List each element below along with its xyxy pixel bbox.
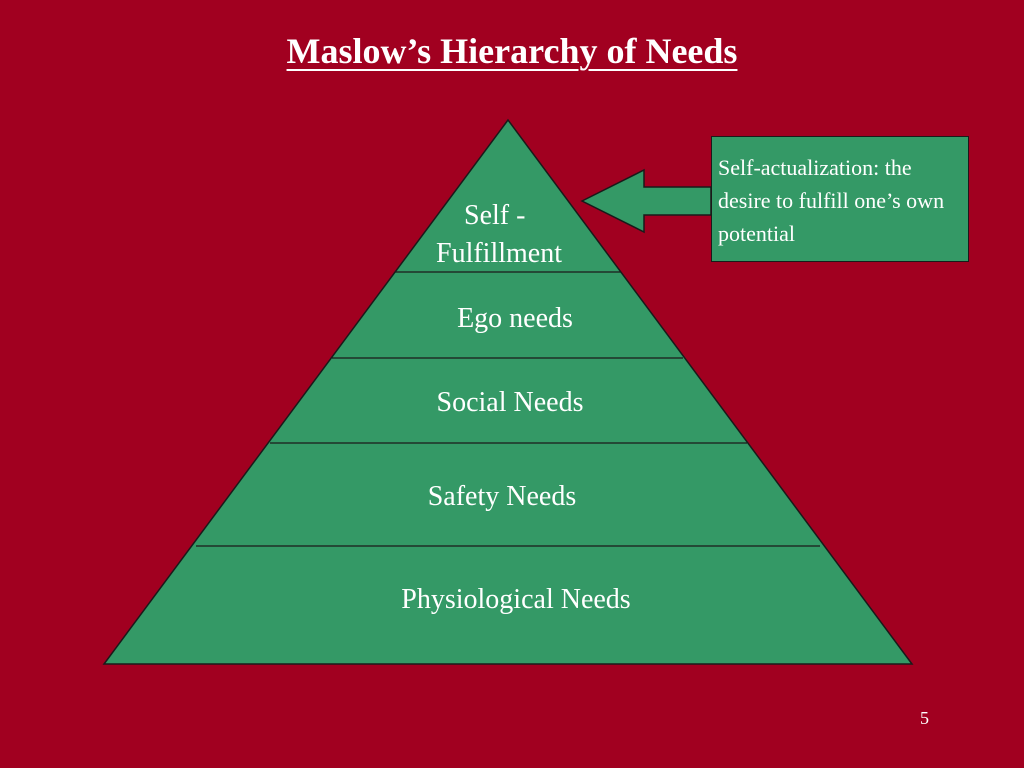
level-self-fulfillment-line1: Self -	[464, 200, 526, 231]
level-safety-needs: Safety Needs	[427, 481, 577, 512]
level-social-needs: Social Needs	[436, 387, 584, 418]
level-physiological-needs: Physiological Needs	[401, 584, 631, 615]
level-self-fulfillment-line2: Fulfillment	[436, 238, 562, 269]
level-self-fulfillment: Self - Fulfillment	[420, 197, 620, 273]
level-ego-needs: Ego needs	[457, 303, 573, 334]
pyramid-shape	[102, 118, 914, 665]
slide-title: Maslow’s Hierarchy of Needs	[286, 31, 738, 71]
page-number: 5	[920, 708, 929, 728]
callout-box: Self-actualization: the desire to fulfil…	[711, 136, 969, 262]
